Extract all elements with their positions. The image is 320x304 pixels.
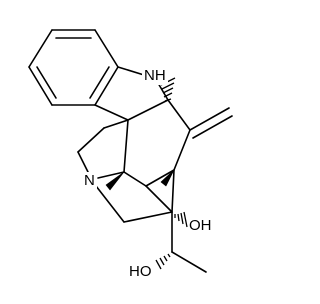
amine-n-label: N [84,172,95,189]
hashed-hydroxyl-bond [174,211,188,228]
ring-skeleton [77,66,207,273]
hydroxyl-label: OH [189,217,212,234]
benzene-ring [28,29,119,106]
methylene-double-bond [189,107,233,139]
indole-nh-label: NH [144,67,166,84]
secondary-hydroxyl-label: HO [129,263,152,280]
wedged-hydrogen-bond [105,171,125,191]
hashed-secondary-hydroxyl-bond [155,253,171,270]
chemical-structure-diagram: NH N OH HO [28,29,233,281]
wedged-bridgehead-bond [160,169,175,187]
